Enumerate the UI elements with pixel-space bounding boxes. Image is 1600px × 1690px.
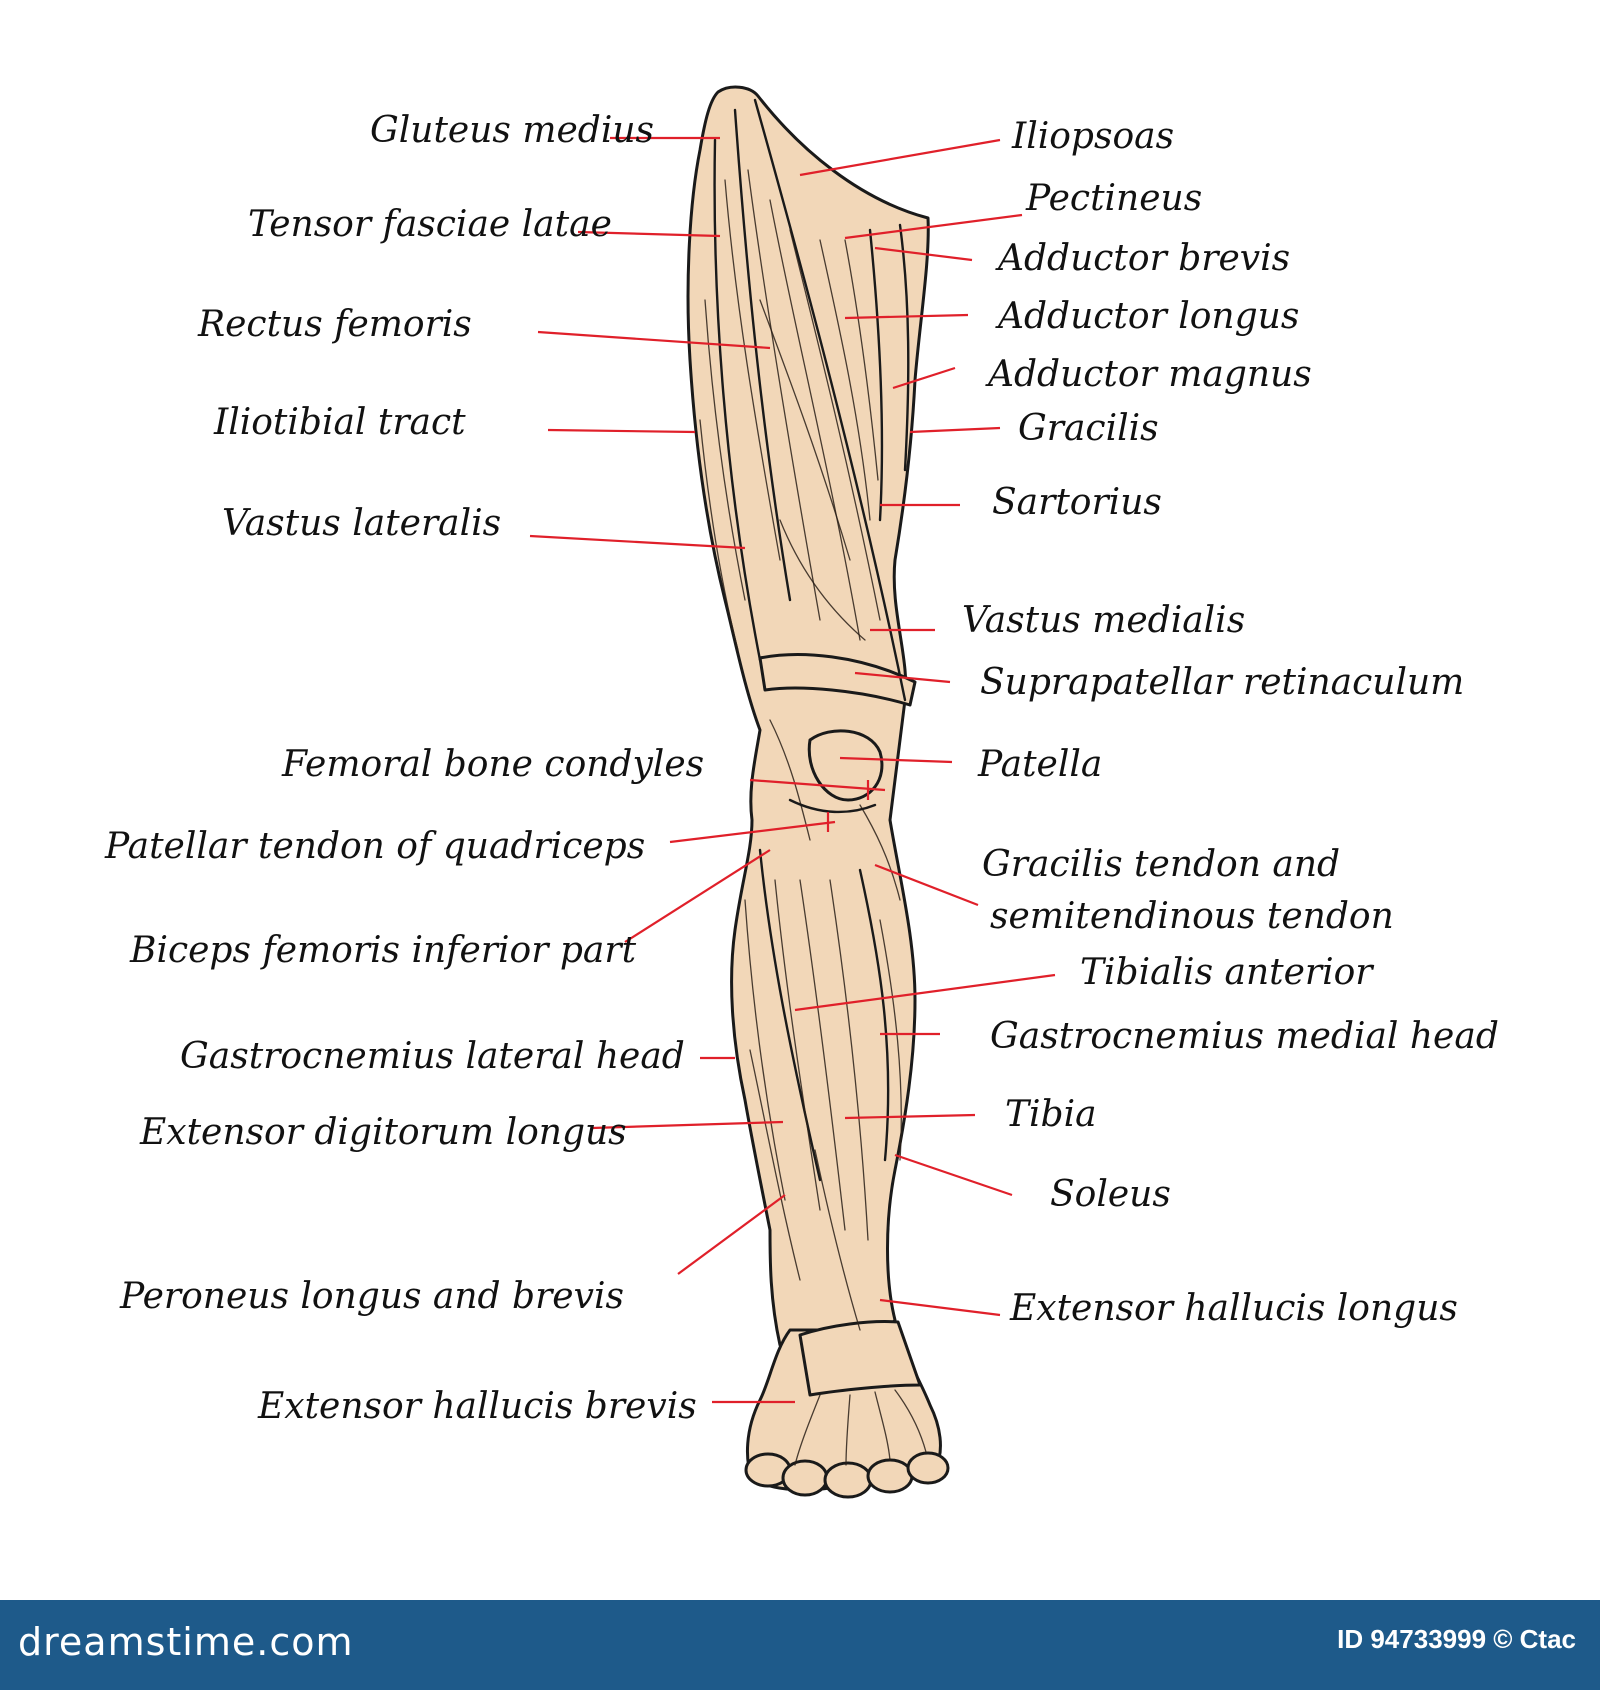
- patella-shape: [807, 729, 884, 802]
- label-vastus-medialis: Vastus medialis: [962, 600, 1245, 641]
- label-gluteus-medius: Gluteus medius: [370, 110, 654, 151]
- label-gracilis: Gracilis: [1018, 408, 1159, 449]
- label-adductor-brevis: Adductor brevis: [995, 238, 1290, 279]
- labels-right: Iliopsoas Pectineus Adductor brevis Addu…: [962, 116, 1499, 1329]
- label-biceps-femoris: Biceps femoris inferior part: [129, 930, 637, 971]
- muscle-fibers: [699, 98, 927, 1466]
- watermark-footer: dreamstime.com ID 94733999 © Ctac: [0, 1600, 1600, 1690]
- label-gastrocnemius-lateral: Gastrocnemius lateral head: [180, 1036, 685, 1077]
- brand-logo: dreamstime.com: [18, 1620, 354, 1664]
- leg-outline: [686, 85, 930, 1347]
- image-credit: ID 94733999 © Ctac: [1337, 1624, 1576, 1654]
- leader-lines: [529, 136, 1056, 1404]
- label-gastrocnemius-medial: Gastrocnemius medial head: [990, 1016, 1499, 1057]
- label-gracilis-tendon-1: Gracilis tendon and: [982, 844, 1340, 885]
- label-rectus-femoris: Rectus femoris: [197, 304, 472, 345]
- label-patella: Patella: [977, 744, 1102, 785]
- label-iliotibial-tract: Iliotibial tract: [213, 402, 466, 443]
- label-pectineus: Pectineus: [1025, 178, 1202, 219]
- suprapatellar-band: [758, 653, 917, 707]
- label-suprapatellar-retinaculum: Suprapatellar retinaculum: [980, 662, 1464, 703]
- label-sartorius: Sartorius: [992, 482, 1162, 523]
- label-vastus-lateralis: Vastus lateralis: [222, 503, 501, 544]
- label-femoral-bone-condyles: Femoral bone condyles: [281, 744, 704, 785]
- leg-illustration: [686, 85, 950, 1499]
- label-extensor-hallucis-longus: Extensor hallucis longus: [1009, 1288, 1458, 1329]
- label-tensor-fasciae-latae: Tensor fasciae latae: [248, 204, 612, 245]
- label-patellar-tendon: Patellar tendon of quadriceps: [104, 826, 645, 867]
- label-adductor-magnus: Adductor magnus: [985, 354, 1312, 395]
- label-peroneus: Peroneus longus and brevis: [119, 1276, 624, 1317]
- label-soleus: Soleus: [1050, 1174, 1171, 1215]
- ankle-retinaculum: [798, 1320, 922, 1397]
- label-extensor-hallucis-brevis: Extensor hallucis brevis: [257, 1386, 697, 1427]
- label-tibialis-anterior: Tibialis anterior: [1080, 952, 1374, 993]
- label-extensor-digitorum-longus: Extensor digitorum longus: [139, 1112, 627, 1153]
- label-adductor-longus: Adductor longus: [995, 296, 1299, 337]
- leg-anatomy-diagram: Gluteus medius Tensor fasciae latae Rect…: [104, 85, 1499, 1499]
- label-iliopsoas: Iliopsoas: [1011, 116, 1174, 157]
- toes: [744, 1451, 950, 1499]
- label-tibia: Tibia: [1005, 1094, 1097, 1135]
- labels-left: Gluteus medius Tensor fasciae latae Rect…: [104, 110, 704, 1427]
- label-gracilis-tendon-2: semitendinous tendon: [990, 896, 1394, 937]
